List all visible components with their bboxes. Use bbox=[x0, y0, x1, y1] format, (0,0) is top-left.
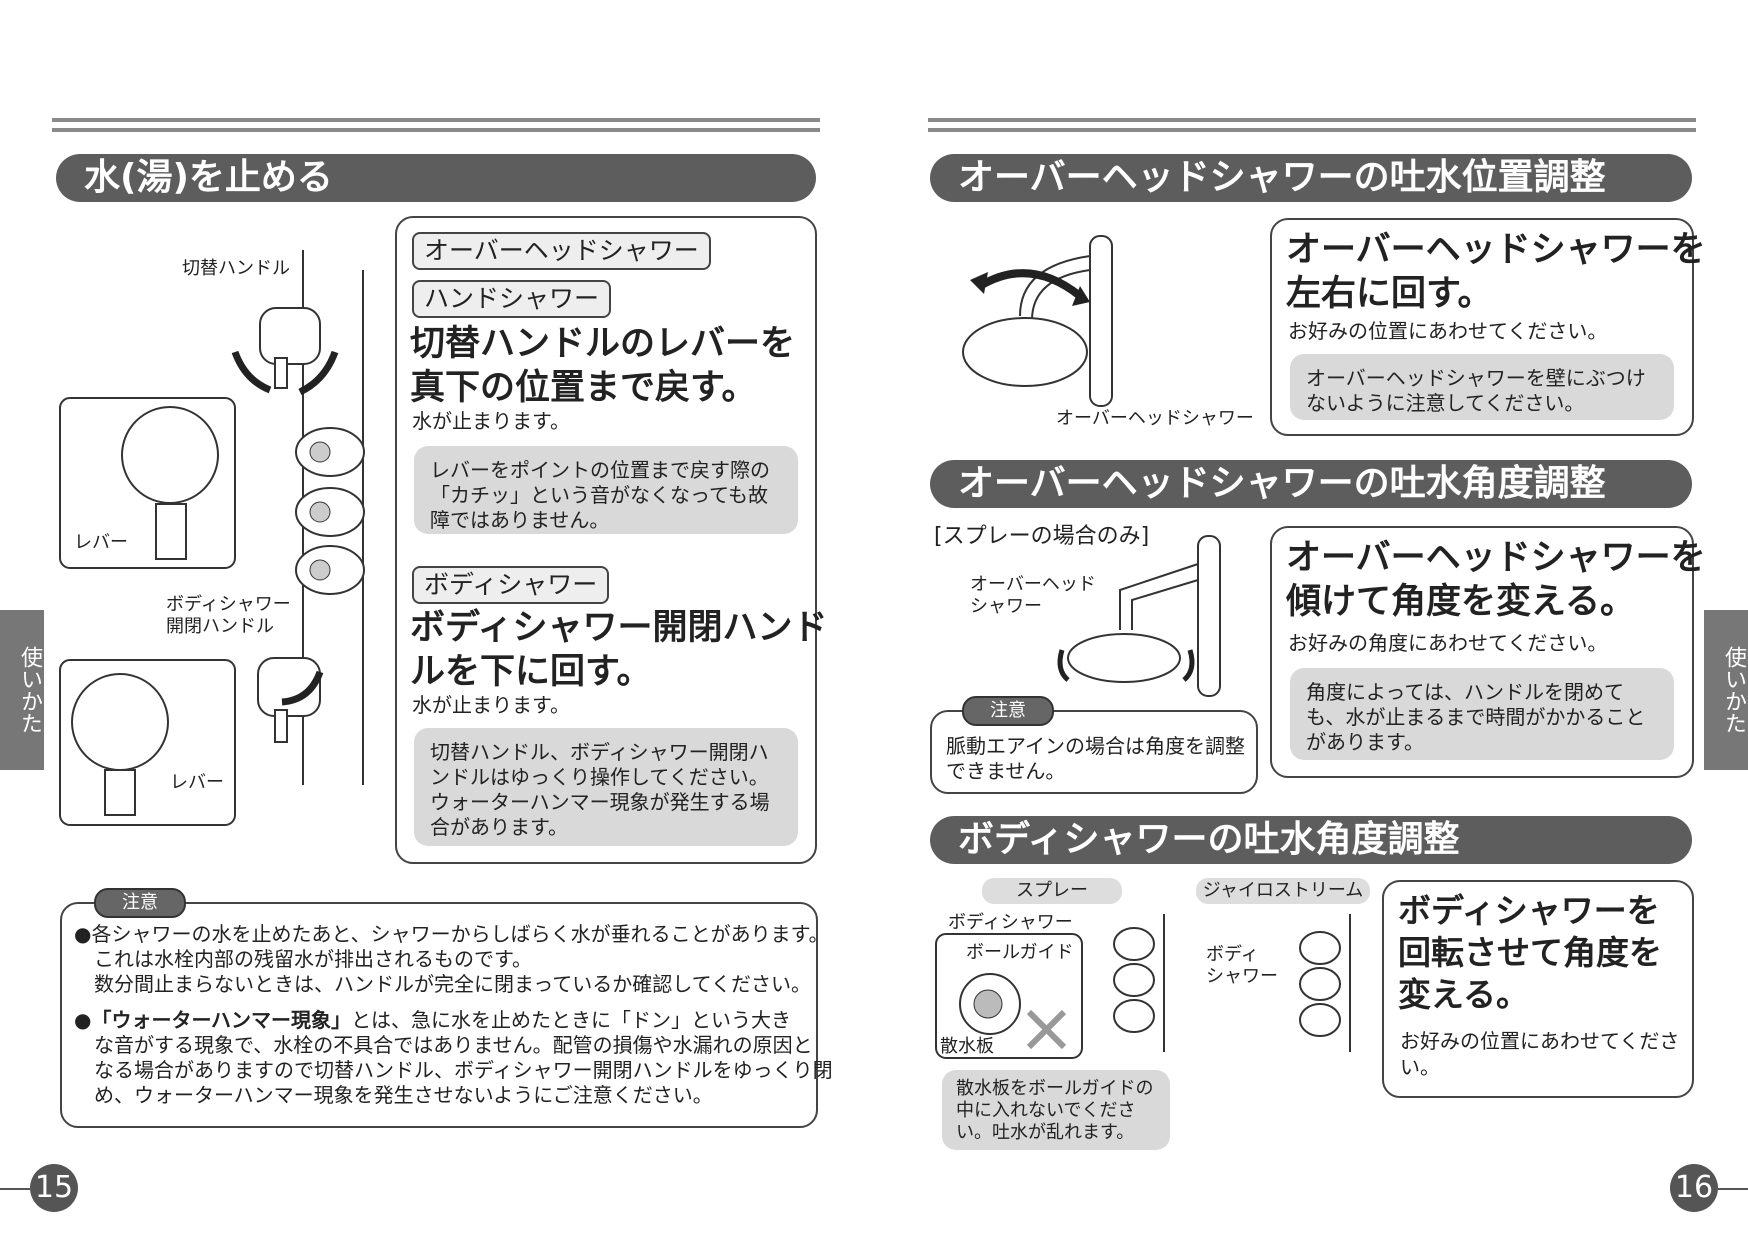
instruction-note: 切替ハンドル、ボディシャワー開閉ハンドルはゆっくり操作してください。 ウォーター… bbox=[414, 728, 798, 846]
page-number: 15 bbox=[30, 1164, 78, 1212]
lever-label: レバー bbox=[74, 532, 128, 553]
overhead-shower-label: オーバーヘッド シャワー bbox=[970, 574, 1096, 617]
caution-label: 注意 bbox=[962, 696, 1054, 726]
instruction-heading: オーバーヘッドシャワーを 傾けて角度を変える。 bbox=[1286, 538, 1706, 622]
spray-plate-label: 散水板 bbox=[940, 1036, 994, 1057]
section-title: オーバーヘッドシャワーの吐水位置調整 bbox=[930, 154, 1692, 202]
side-tab: 使いかた bbox=[0, 610, 44, 770]
body-shower-diagram bbox=[935, 914, 1351, 1059]
instruction-note: 角度によっては、ハンドルを閉めても、水が止まるまで時間がかかることがあります。 bbox=[1290, 668, 1674, 760]
caution-text: 脈動エアインの場合は角度を調整できません。 bbox=[946, 734, 1245, 783]
tag-hand-shower: ハンドシャワー bbox=[412, 280, 612, 318]
section-title: ボディシャワーの吐水角度調整 bbox=[930, 816, 1692, 864]
tag-body-shower: ボディシャワー bbox=[412, 566, 610, 604]
side-tab: 使いかた bbox=[1704, 610, 1748, 770]
body-shower-label: ボディ シャワー bbox=[1206, 944, 1278, 987]
top-rule bbox=[928, 118, 1696, 122]
section-title: オーバーヘッドシャワーの吐水角度調整 bbox=[930, 460, 1692, 508]
instruction-subtext: 水が止まります。 bbox=[412, 409, 570, 433]
caution-box bbox=[60, 902, 818, 1128]
top-rule bbox=[928, 128, 1696, 132]
instruction-subtext: お好みの位置にあわせてくださ い。 bbox=[1400, 1029, 1680, 1079]
tag-overhead-shower: オーバーヘッドシャワー bbox=[412, 232, 711, 270]
caution-text: とは、急に水を止めたときに「ドン」という大き な音がする現象で、水栓の不具合では… bbox=[93, 1008, 833, 1107]
ball-guide-label: ボールガイド bbox=[966, 942, 1074, 963]
top-rule bbox=[52, 128, 820, 132]
instruction-panel bbox=[1382, 880, 1694, 1098]
instruction-note: オーバーヘッドシャワーを壁にぶつけないように注意してください。 bbox=[1290, 354, 1674, 420]
instruction-subtext: お好みの位置にあわせてください。 bbox=[1288, 319, 1608, 343]
caution-label: 注意 bbox=[94, 888, 186, 918]
page-line bbox=[1718, 1188, 1748, 1190]
spray-only-label: [スプレーの場合のみ] bbox=[934, 524, 1150, 549]
instruction-note: レバーをポイントの位置まで戻す際の「カチッ」という音がなくなっても故障ではありま… bbox=[414, 446, 798, 534]
body-shower-label: ボディシャワー bbox=[948, 912, 1073, 933]
spray-pill: スプレー bbox=[982, 878, 1122, 904]
instruction-note: 散水板をボールガイドの中に入れないでください。吐水が乱れます。 bbox=[942, 1070, 1170, 1150]
overhead-shower-diagram bbox=[962, 235, 1113, 407]
gyro-pill: ジャイロストリーム bbox=[1196, 878, 1370, 904]
caution-bullet: ●「ウォーターハンマー現象」とは、急に水を止めたときに「ドン」という大き な音が… bbox=[74, 1008, 833, 1108]
lever-label: レバー bbox=[170, 772, 224, 793]
instruction-subtext: お好みの角度にあわせてください。 bbox=[1288, 631, 1608, 655]
instruction-heading: 切替ハンドルのレバーを 真下の位置まで戻す。 bbox=[410, 324, 796, 408]
body-handle-label: ボディシャワー 開閉ハンドル bbox=[166, 594, 291, 637]
overhead-shower-label: オーバーヘッドシャワー bbox=[1056, 408, 1254, 429]
caution-bullet: ●各シャワーの水を止めたあと、シャワーからしばらく水が垂れることがあります。 こ… bbox=[74, 922, 829, 996]
page-number: 16 bbox=[1670, 1164, 1718, 1212]
top-rule bbox=[52, 118, 820, 122]
overhead-tilt-diagram bbox=[1057, 535, 1221, 697]
caution-bold: ●「ウォーターハンマー現象」 bbox=[74, 1008, 352, 1032]
switch-handle-label: 切替ハンドル bbox=[182, 258, 290, 279]
instruction-heading: オーバーヘッドシャワーを 左右に回す。 bbox=[1286, 230, 1706, 314]
section-title: 水(湯)を止める bbox=[56, 154, 816, 202]
page-line bbox=[0, 1188, 30, 1190]
faucet-diagram bbox=[59, 250, 365, 826]
instruction-heading: ボディシャワーを 回転させて角度を 変える。 bbox=[1398, 891, 1662, 1014]
instruction-subtext: 水が止まります。 bbox=[412, 693, 570, 717]
instruction-heading: ボディシャワー開閉ハンド ルを下に回す。 bbox=[410, 608, 828, 692]
